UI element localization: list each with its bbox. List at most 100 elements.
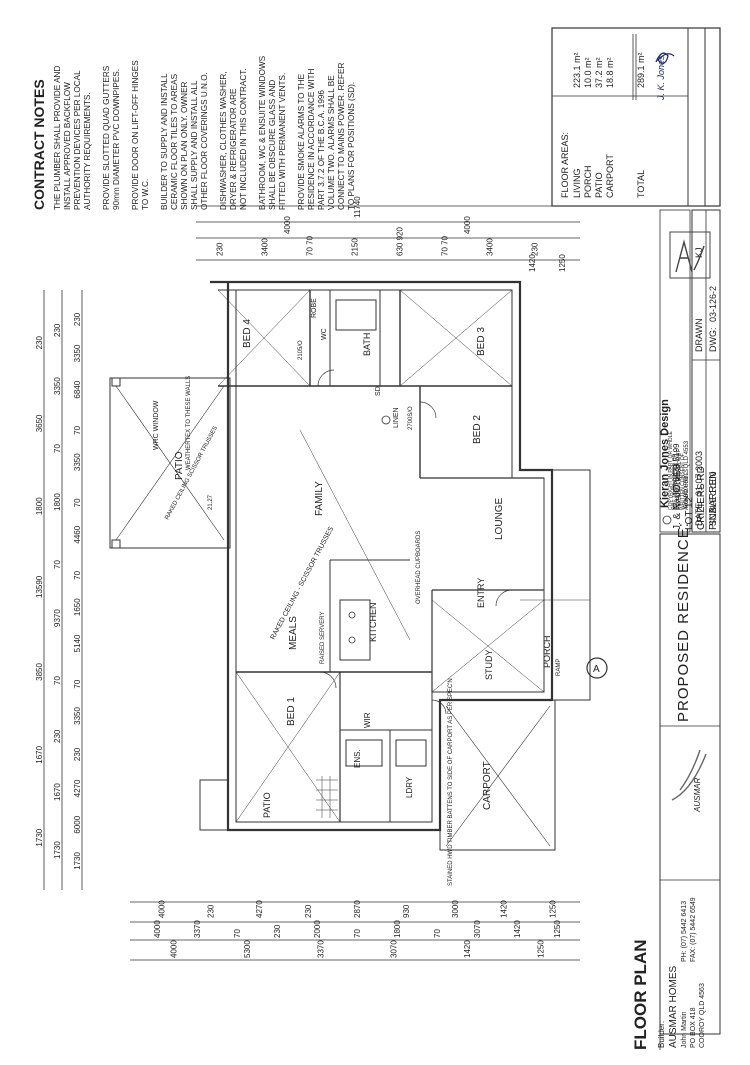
dimension-left-2: 1420 (513, 920, 522, 938)
note-patio-level: 21.27 (208, 494, 214, 510)
dimension-left-1: 230 (304, 904, 313, 918)
patio-main-outline (109, 377, 231, 549)
room-laundry: LDRY (405, 776, 414, 798)
room-entry: ENTRY (476, 578, 486, 608)
builder-block: FLOOR PLAN Builder: AUSMAR HOMES John Ma… (631, 897, 706, 1050)
dimension-top-1: 230 (35, 336, 44, 350)
note-ramp: RAMP (556, 659, 562, 676)
floor-plan (109, 280, 608, 851)
dimension-right-2: 2150 (351, 238, 360, 256)
dimension-top-3: 70 (73, 679, 82, 688)
svg-text:AUSMAR: AUSMAR (693, 778, 702, 813)
porch-outline (520, 469, 591, 701)
dimension-top-2: 70 (53, 676, 62, 685)
note-door-2105: 2105/O (298, 340, 304, 360)
kj-stamp-logo (669, 231, 711, 279)
drafting-phone: Fax 07 5433 5199 (672, 443, 681, 508)
contract-note-line: BUILDER TO SUPPLY AND INSTALL (160, 73, 169, 210)
dimension-top-2: 1730 (53, 841, 62, 859)
dimension-top-3: 3350 (73, 707, 82, 725)
patio-small-outline (199, 779, 228, 831)
contract-note-line: PREVENTION DEVICES PER LOCAL (73, 70, 82, 210)
dimension-right-3: 11740 (353, 196, 362, 218)
section-marker-letter: A (593, 664, 600, 675)
contract-note-line: DRYER & REFRIGERATOR ARE (229, 88, 238, 210)
contract-note-line: AUTHORITY REQUIREMENTS. (83, 92, 92, 210)
floor-area-label: CARPORT (605, 154, 615, 198)
dimension-right-4: 1420 (528, 254, 537, 272)
dimension-left-2: 2000 (313, 920, 322, 938)
room-robe: ROBE (311, 298, 318, 318)
contract-note-line: FITTED WITH PERMANENT VENTS. (278, 73, 287, 210)
contract-note-line: BATHROOM, WC & ENSUITE WINDOWS (258, 55, 267, 210)
contract-note-line: SHOWN ON PLAN ONLY. OWNER (180, 81, 189, 210)
smoke-alarm-marker: SD (375, 386, 382, 396)
dimension-top-2: 70 (53, 560, 62, 569)
scale-label: SCALE (708, 496, 718, 526)
drafting-detail: PO BOX 63 ... QLD 4553 (684, 440, 690, 508)
dimension-left-2: 4000 (153, 920, 162, 938)
locality: PINBARREN (708, 472, 719, 530)
room-family: FAMILY (314, 481, 325, 516)
drawn-label: DRAWN (694, 318, 704, 352)
dimension-left-1: 4270 (255, 900, 264, 918)
dimension-top-3: 1730 (73, 852, 82, 870)
dimension-top-3: 6000 (73, 815, 82, 833)
dimension-left-2: 3070 (473, 920, 482, 938)
dwg-value: 03-126-2 (708, 286, 718, 322)
dimension-top-2: 230 (53, 729, 62, 743)
contract-note-line: PROVIDE SLOTTED QUAD GUTTERS (102, 65, 111, 210)
dimension-top-1: 13590 (35, 575, 44, 598)
floor-area-value: 37.2 m² (594, 57, 604, 88)
dimension-top-3: 3350 (73, 453, 82, 471)
floor-area-label: PORCH (583, 165, 593, 198)
room-linen: LINEN (393, 407, 400, 428)
copyright-line: REPRODUCED WITHOUT (676, 450, 682, 510)
dimension-right-2: 3400 (261, 238, 270, 256)
room-patio-small: PATIO (262, 792, 272, 818)
owner-signature: J. K. Jones (656, 55, 666, 101)
contract-note-line: DISHWASHER, CLOTHES WASHER, (219, 71, 228, 210)
note-door-2700: 2700S/O (408, 406, 414, 430)
dimension-left-3: 5300 (243, 940, 252, 958)
dimension-left-3: 1250 (536, 940, 545, 958)
dimension-left-2: 70 (353, 929, 362, 938)
contract-note-line: SHALL SUPPLY AND INSTALL ALL (190, 80, 199, 210)
note-stained-battens: STAINED HWD TIMBER BATTENS TO SIDE OF CA… (448, 678, 454, 886)
note-wrc-window: WRC WINDOW (153, 400, 160, 450)
floor-areas-title: FLOOR AREAS: (560, 132, 570, 198)
date-label: DATE (694, 503, 704, 526)
external-wall-inner (218, 289, 545, 823)
dimension-top-2: 230 (53, 323, 62, 337)
total-label: TOTAL (636, 170, 646, 198)
dimension-left-1: 930 (402, 904, 411, 918)
dimension-left-2: 230 (273, 924, 282, 938)
room-porch: PORCH (542, 635, 552, 668)
dwg-label: DWG: (708, 328, 718, 353)
drawn-value: KJ (694, 247, 704, 258)
builder-fax: FAX: (07) 5442 6549 (690, 897, 697, 962)
contract-note-line: VOLUME TWO. ALARMS SHALL BE (327, 75, 336, 210)
dimension-right-2: 630 920 (396, 227, 405, 256)
dimension-left-1: 230 (206, 904, 215, 918)
dimension-left-3: 3070 (390, 940, 399, 958)
contract-note-line: TO W.C. (141, 179, 150, 210)
note-weathertex: WEATHERTEX TO THESE WALLS (186, 376, 192, 470)
dimension-right-2: 230 (216, 242, 225, 256)
dimension-top-3: 70 (73, 498, 82, 507)
client-signature (655, 52, 675, 64)
builder-name: AUSMAR HOMES (668, 965, 679, 1048)
dimension-right-2: 70 70 (306, 235, 315, 256)
room-bath: BATH (362, 333, 372, 356)
contract-note-line: NOT INCLUDED IN THIS CONTRACT. (239, 68, 248, 210)
dimension-top-1: 3850 (35, 663, 44, 681)
room-bed1: BED 1 (286, 697, 297, 726)
date-value: 31.07.2003 (694, 451, 704, 496)
floor-area-value: 18.8 m² (605, 57, 615, 88)
room-wc: WC (321, 328, 328, 340)
dimension-right-2: 3400 (486, 238, 495, 256)
